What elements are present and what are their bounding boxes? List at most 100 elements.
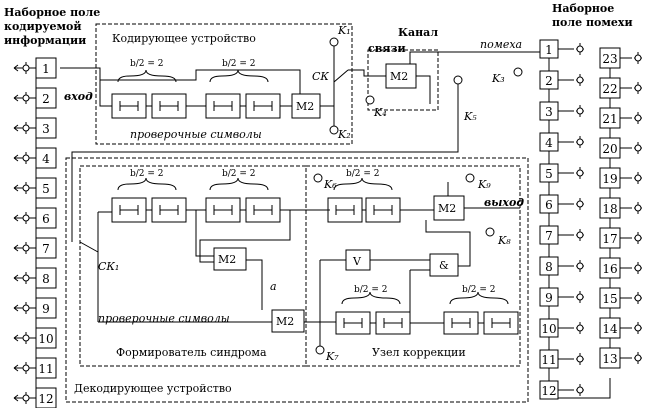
noise-cell-right: 21	[599, 107, 642, 138]
noise-panel-title-line2: поле помехи	[552, 16, 633, 29]
noise-register-number: 23	[602, 52, 617, 66]
noise-switch-knob-icon[interactable]	[576, 45, 584, 53]
input-switch-knob-icon[interactable]	[22, 154, 30, 162]
noise-switch-knob-icon[interactable]	[634, 114, 642, 122]
correction-mod2-adder	[433, 195, 465, 221]
info-register-number: 7	[42, 242, 50, 256]
noise-register-number: 13	[602, 352, 617, 366]
info-register-number: 4	[42, 152, 50, 166]
noise-cell-right: 19	[599, 167, 642, 198]
info-register-number: 11	[38, 362, 53, 376]
input-switch-knob-icon[interactable]	[22, 394, 30, 402]
noise-switch-knob-icon[interactable]	[634, 84, 642, 92]
info-register-number: 8	[42, 272, 50, 286]
syndrome-mod2-adder-2	[271, 309, 305, 333]
noise-switch-knob-icon[interactable]	[576, 355, 584, 363]
correction-half-label-bottom-1: b/2 = 2	[354, 285, 388, 295]
noise-switch-knob-icon[interactable]	[576, 262, 584, 270]
noise-switch-knob-icon[interactable]	[576, 231, 584, 239]
noise-register-number: 14	[602, 322, 618, 336]
noise-register-number: 1	[545, 43, 553, 57]
key-k8-icon[interactable]	[485, 227, 495, 237]
key-k9-icon[interactable]	[465, 173, 475, 183]
channel-mod2-adder	[385, 63, 417, 89]
noise-switch-knob-icon[interactable]	[576, 293, 584, 301]
info-register-number: 6	[42, 212, 50, 226]
info-panel-title-line2: кодируемой	[4, 20, 82, 33]
noise-cell-left: 4	[539, 132, 584, 164]
noise-cell-left: 9	[539, 287, 584, 319]
noise-switch-knob-icon[interactable]	[576, 107, 584, 115]
key-k3-label: K₃	[491, 72, 505, 85]
noise-switch-knob-icon[interactable]	[576, 200, 584, 208]
noise-register-number: 18	[602, 202, 617, 216]
noise-register-number: 21	[602, 112, 617, 126]
noise-switch-knob-icon[interactable]	[634, 294, 642, 302]
syndrome-former-title: Формирователь синдрома	[116, 346, 267, 359]
noise-switch-knob-icon[interactable]	[576, 169, 584, 177]
key-k9-label: K₉	[477, 178, 491, 191]
encoder-check-symbols-label: проверочные символы	[130, 128, 262, 141]
encoder-half-label-1: b/2 = 2	[130, 59, 164, 69]
noise-switch-knob-icon[interactable]	[634, 264, 642, 272]
input-switch-knob-icon[interactable]	[22, 184, 30, 192]
decoder-switch-label: СК₁	[98, 260, 119, 273]
noise-switch-knob-icon[interactable]	[634, 234, 642, 242]
noise-register-number: 22	[602, 82, 617, 96]
key-k8-label: K₈	[497, 234, 511, 247]
input-switch-knob-icon[interactable]	[22, 304, 30, 312]
info-cell: 6	[13, 207, 57, 238]
noise-cell-right: 18	[599, 197, 642, 228]
key-k6-icon[interactable]	[313, 173, 323, 183]
input-switch-knob-icon[interactable]	[22, 244, 30, 252]
noise-switch-knob-icon[interactable]	[634, 324, 642, 332]
info-register-number: 3	[42, 122, 50, 136]
info-register-number: 5	[42, 182, 50, 196]
decoder-title: Декодирующее устройство	[74, 382, 232, 395]
input-switch-knob-icon[interactable]	[22, 64, 30, 72]
noise-cell-right: 20	[599, 137, 642, 168]
noise-register-number: 10	[541, 322, 556, 336]
noise-switch-knob-icon[interactable]	[576, 76, 584, 84]
noise-register-number: 20	[602, 142, 617, 156]
input-switch-knob-icon[interactable]	[22, 334, 30, 342]
noise-cell-left: 1	[539, 39, 584, 71]
noise-switch-knob-icon[interactable]	[576, 138, 584, 146]
correction-unit-boundary	[305, 165, 521, 367]
noise-switch-knob-icon[interactable]	[634, 354, 642, 362]
syndrome-m2-label-1: М2	[218, 253, 236, 266]
key-k5-icon[interactable]	[453, 75, 463, 85]
noise-switch-knob-icon[interactable]	[634, 54, 642, 62]
info-panel-title-line1: Наборное поле	[4, 6, 100, 19]
input-switch-knob-icon[interactable]	[22, 274, 30, 282]
noise-switch-knob-icon[interactable]	[634, 204, 642, 212]
decoder-half-label-1: b/2 = 2	[130, 169, 164, 179]
input-label: вход	[64, 90, 93, 103]
input-switch-knob-icon[interactable]	[22, 124, 30, 132]
input-switch-knob-icon[interactable]	[22, 364, 30, 372]
noise-switch-knob-icon[interactable]	[576, 324, 584, 332]
input-switch-knob-icon[interactable]	[22, 214, 30, 222]
noise-switch-knob-icon[interactable]	[634, 174, 642, 182]
noise-register-number: 8	[545, 260, 553, 274]
key-k2-label: K₂	[337, 128, 351, 141]
noise-switch-knob-icon[interactable]	[634, 144, 642, 152]
info-cell: 9	[13, 297, 57, 328]
key-k7-icon[interactable]	[315, 345, 325, 355]
info-register-number: 10	[38, 332, 53, 346]
noise-switch-knob-icon[interactable]	[576, 386, 584, 394]
info-cell: 10	[13, 327, 57, 358]
key-k3-icon[interactable]	[513, 67, 523, 77]
key-k7-label: K₇	[325, 350, 339, 363]
or-gate-label: V	[352, 255, 362, 268]
noise-register-number: 7	[545, 229, 553, 243]
key-k2-icon[interactable]	[329, 125, 339, 135]
info-cell: 7	[13, 237, 57, 268]
correction-m2-label: М2	[438, 202, 456, 215]
key-k4-icon[interactable]	[365, 95, 375, 105]
key-k1-icon[interactable]	[329, 37, 339, 47]
input-switch-knob-icon[interactable]	[22, 94, 30, 102]
